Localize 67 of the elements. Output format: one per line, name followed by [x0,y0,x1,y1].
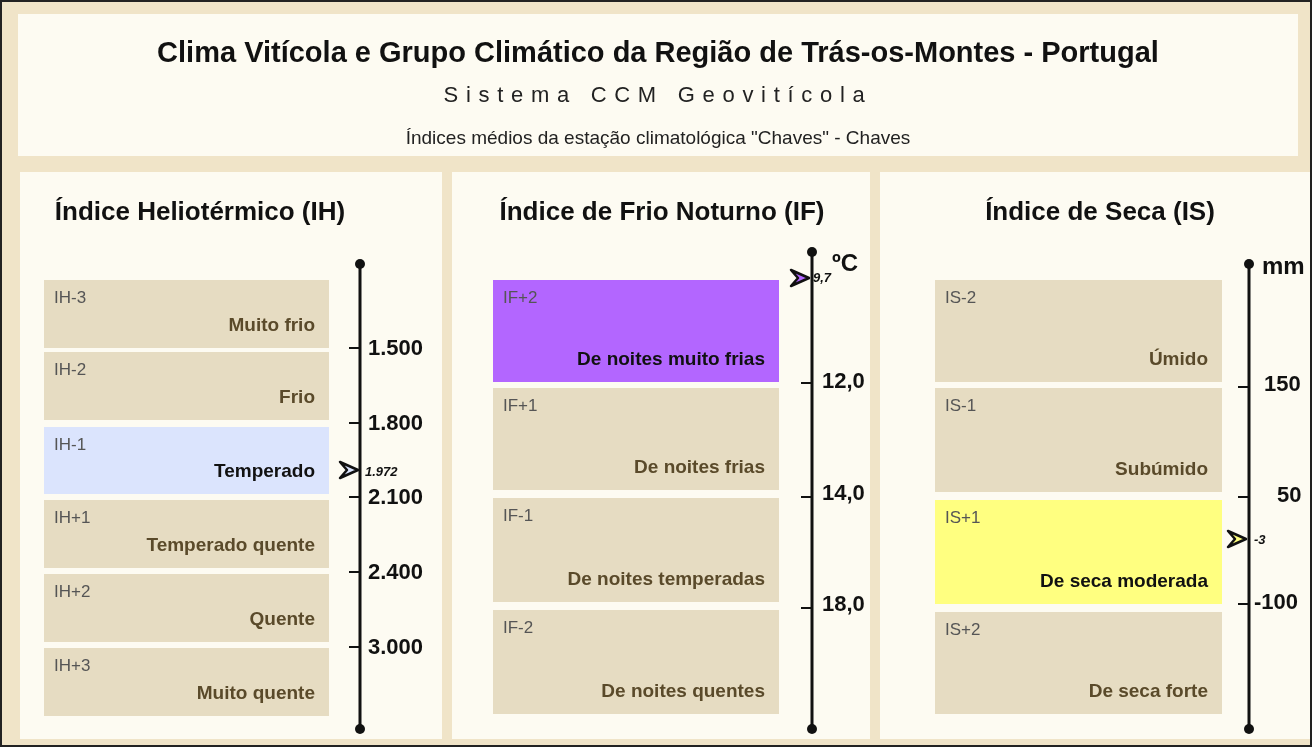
class-name: Subúmido [1115,458,1208,480]
scale-value: 2.400 [368,559,424,585]
class-box [44,352,329,420]
scale-value: 14,0 [822,480,865,506]
class-code: IH+2 [54,582,91,602]
marker-value: 1.972 [365,464,398,479]
class-box [493,280,779,382]
marker-value: 9,7 [813,270,832,285]
panel-heading: Índice Heliotérmico (IH) [53,195,347,228]
class-code: IF-1 [503,506,534,526]
unit-label: mm [1262,252,1305,280]
class-name: Quente [249,608,315,630]
index-panel [452,172,870,739]
class-name: Muito frio [228,314,315,336]
class-code: IS+2 [945,620,981,640]
class-box [44,280,329,348]
class-box [44,427,329,494]
class-box [935,388,1222,492]
index-panel [880,172,1310,739]
marker-value: -3 [1254,532,1266,547]
scale-value: 18,0 [822,591,865,617]
scale-value: 1.500 [368,335,424,361]
subtitle: Sistema CCM Geovitícola [442,82,874,108]
class-name: Muito quente [196,682,315,704]
class-box [44,648,329,716]
scale-value: 12,0 [822,368,865,394]
scale-value: 1.800 [368,410,424,436]
scale-value: 2.100 [368,484,424,510]
class-code: IH-1 [54,435,87,455]
class-name: Temperado [214,460,315,482]
scale-value: -100 [1254,589,1299,615]
class-name: De noites quentes [601,680,765,702]
panel-heading: Índice de Frio Noturno (IF) [498,195,826,228]
unit-label: ºC [832,249,859,277]
class-name: Frio [279,386,315,408]
class-box [493,610,779,714]
class-name: De noites muito frias [577,348,765,370]
class-box [44,500,329,568]
class-code: IS-2 [945,288,977,308]
scale-value: 150 [1264,371,1301,397]
scale-value: 50 [1277,482,1302,508]
class-box [44,574,329,642]
class-code: IF+2 [503,288,538,308]
class-box [935,500,1222,604]
panel-heading: Índice de Seca (IS) [984,195,1216,228]
class-name: De seca moderada [1040,570,1208,592]
class-box [935,280,1222,382]
class-name: Úmido [1148,348,1208,370]
class-code: IH-2 [54,360,87,380]
class-name: Temperado quente [146,534,315,556]
station-note: Índices médios da estação climatológica "Chaves" - Chaves [404,127,912,149]
class-code: IH+3 [54,656,91,676]
class-box [935,612,1222,714]
class-name: De noites frias [634,456,765,478]
class-code: IS+1 [945,508,981,528]
class-box [493,498,779,602]
class-code: IF-2 [503,618,534,638]
class-code: IH+1 [54,508,91,528]
class-name: De noites temperadas [567,568,765,590]
class-code: IS-1 [945,396,977,416]
class-code: IH-3 [54,288,87,308]
class-name: De seca forte [1088,680,1208,702]
class-box [493,388,779,490]
scale-value: 3.000 [368,634,424,660]
index-panel [20,172,442,739]
class-code: IF+1 [503,396,538,416]
title: Clima Vitícola e Grupo Climático da Região de Trás-os-Montes - Portugal [156,36,1160,69]
